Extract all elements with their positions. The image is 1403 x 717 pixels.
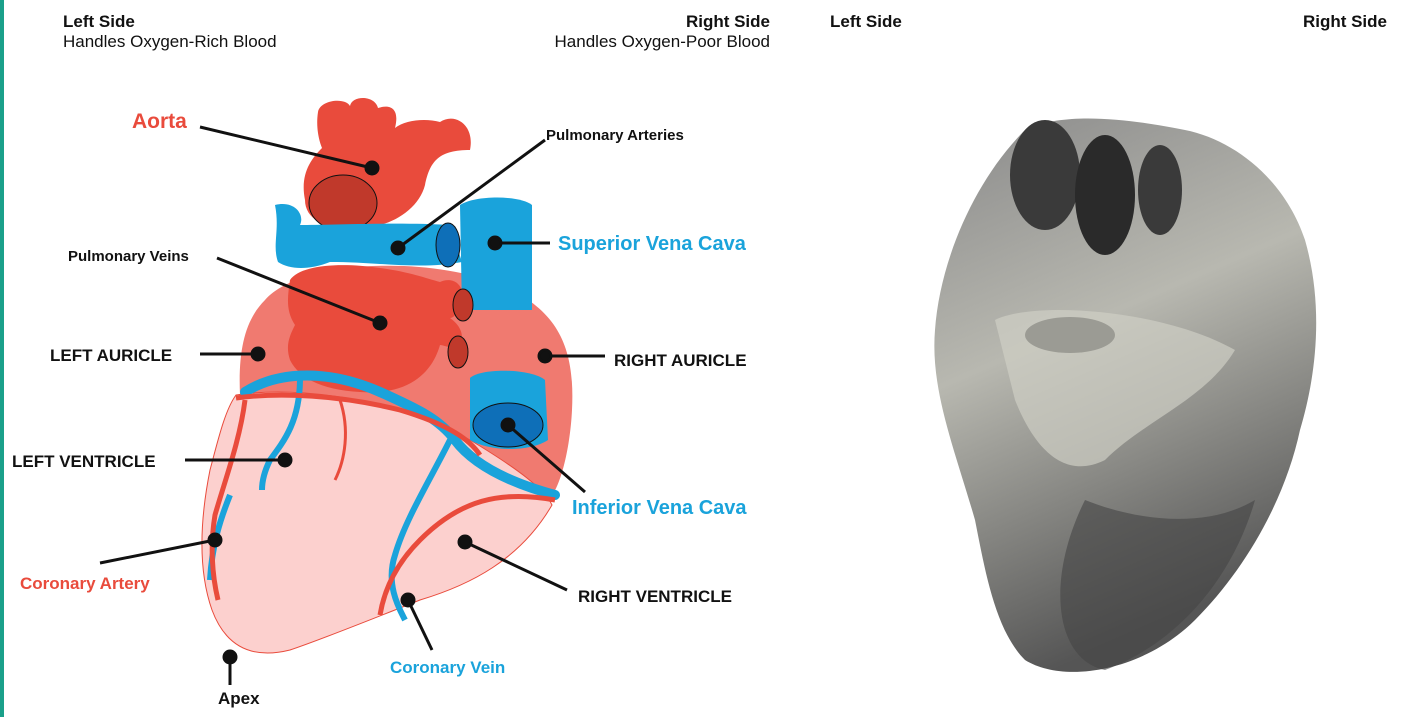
pulmonary-vein-opening-1 bbox=[453, 289, 473, 321]
label-coronary-vein: Coronary Vein bbox=[390, 658, 505, 677]
aorta-opening bbox=[309, 175, 377, 231]
label-aorta: Aorta bbox=[132, 110, 187, 133]
heart-photo-vessel-1 bbox=[1010, 120, 1080, 230]
label-pulmonary-arteries: Pulmonary Arteries bbox=[546, 127, 684, 144]
label-apex: Apex bbox=[218, 689, 260, 708]
photo-right-label: Right Side bbox=[1200, 12, 1387, 32]
photo-left-label: Left Side bbox=[830, 12, 902, 32]
pulmonary-vein-opening-2 bbox=[448, 336, 468, 368]
label-inferior-vena-cava: Inferior Vena Cava bbox=[572, 497, 747, 519]
superior-vena-cava-shape bbox=[460, 198, 532, 311]
label-superior-vena-cava: Superior Vena Cava bbox=[558, 233, 747, 255]
label-pulmonary-veins: Pulmonary Veins bbox=[68, 248, 189, 265]
label-left-ventricle: LEFT VENTRICLE bbox=[12, 452, 156, 471]
pulmonary-artery-opening bbox=[436, 223, 460, 267]
label-left-auricle: LEFT AURICLE bbox=[50, 346, 172, 365]
heart-diagram: Aorta Pulmonary Arteries Pulmonary Veins… bbox=[0, 0, 800, 717]
heart-photo-vessel-2 bbox=[1075, 135, 1135, 255]
label-right-auricle: RIGHT AURICLE bbox=[614, 351, 747, 370]
label-right-ventricle: RIGHT VENTRICLE bbox=[578, 587, 732, 606]
heart-photo-vessel-3 bbox=[1138, 145, 1182, 235]
label-coronary-artery: Coronary Artery bbox=[20, 574, 150, 593]
heart-photograph bbox=[905, 100, 1345, 690]
